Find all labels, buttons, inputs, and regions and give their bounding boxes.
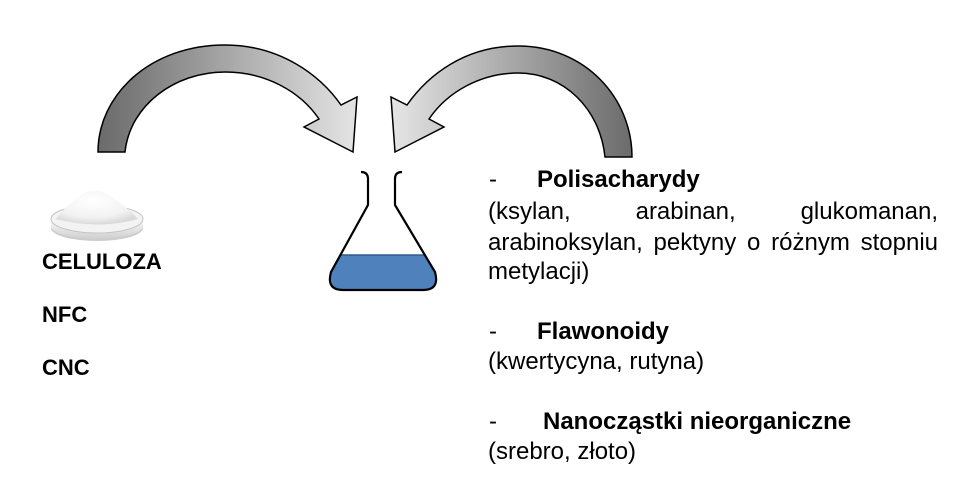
heading-polisacharydy: Polisacharydy — [537, 166, 700, 193]
label-celuloza: CELULOZA — [42, 249, 162, 274]
flask-outline — [328, 170, 438, 292]
detail-line: arabinoksylan, pektyny o różnym stopniu — [488, 229, 938, 256]
bullet-dash: - — [489, 318, 497, 345]
heading-flawonoidy: Flawonoidy — [537, 318, 669, 345]
flask-liquid — [329, 255, 437, 290]
label-cnc: CNC — [42, 355, 90, 380]
bullet-dash: - — [489, 166, 497, 193]
label-nfc: NFC — [42, 302, 88, 327]
detail-line: (kwertycyna, rutyna) — [488, 348, 705, 375]
bullet-dash: - — [489, 408, 497, 435]
erlenmeyer-flask-icon — [328, 170, 438, 292]
powder-petri-dish-icon — [50, 190, 144, 241]
left-curved-arrow-icon — [97, 44, 358, 154]
heading-nanoczastki: Nanocząstki nieorganiczne — [543, 408, 852, 435]
right-curved-arrow-icon — [390, 45, 633, 158]
detail-line: metylacji) — [488, 258, 590, 285]
detail-line: (srebro, złoto) — [488, 438, 637, 465]
detail-line: (ksylan, arabinan, glukomanan, — [488, 198, 938, 225]
